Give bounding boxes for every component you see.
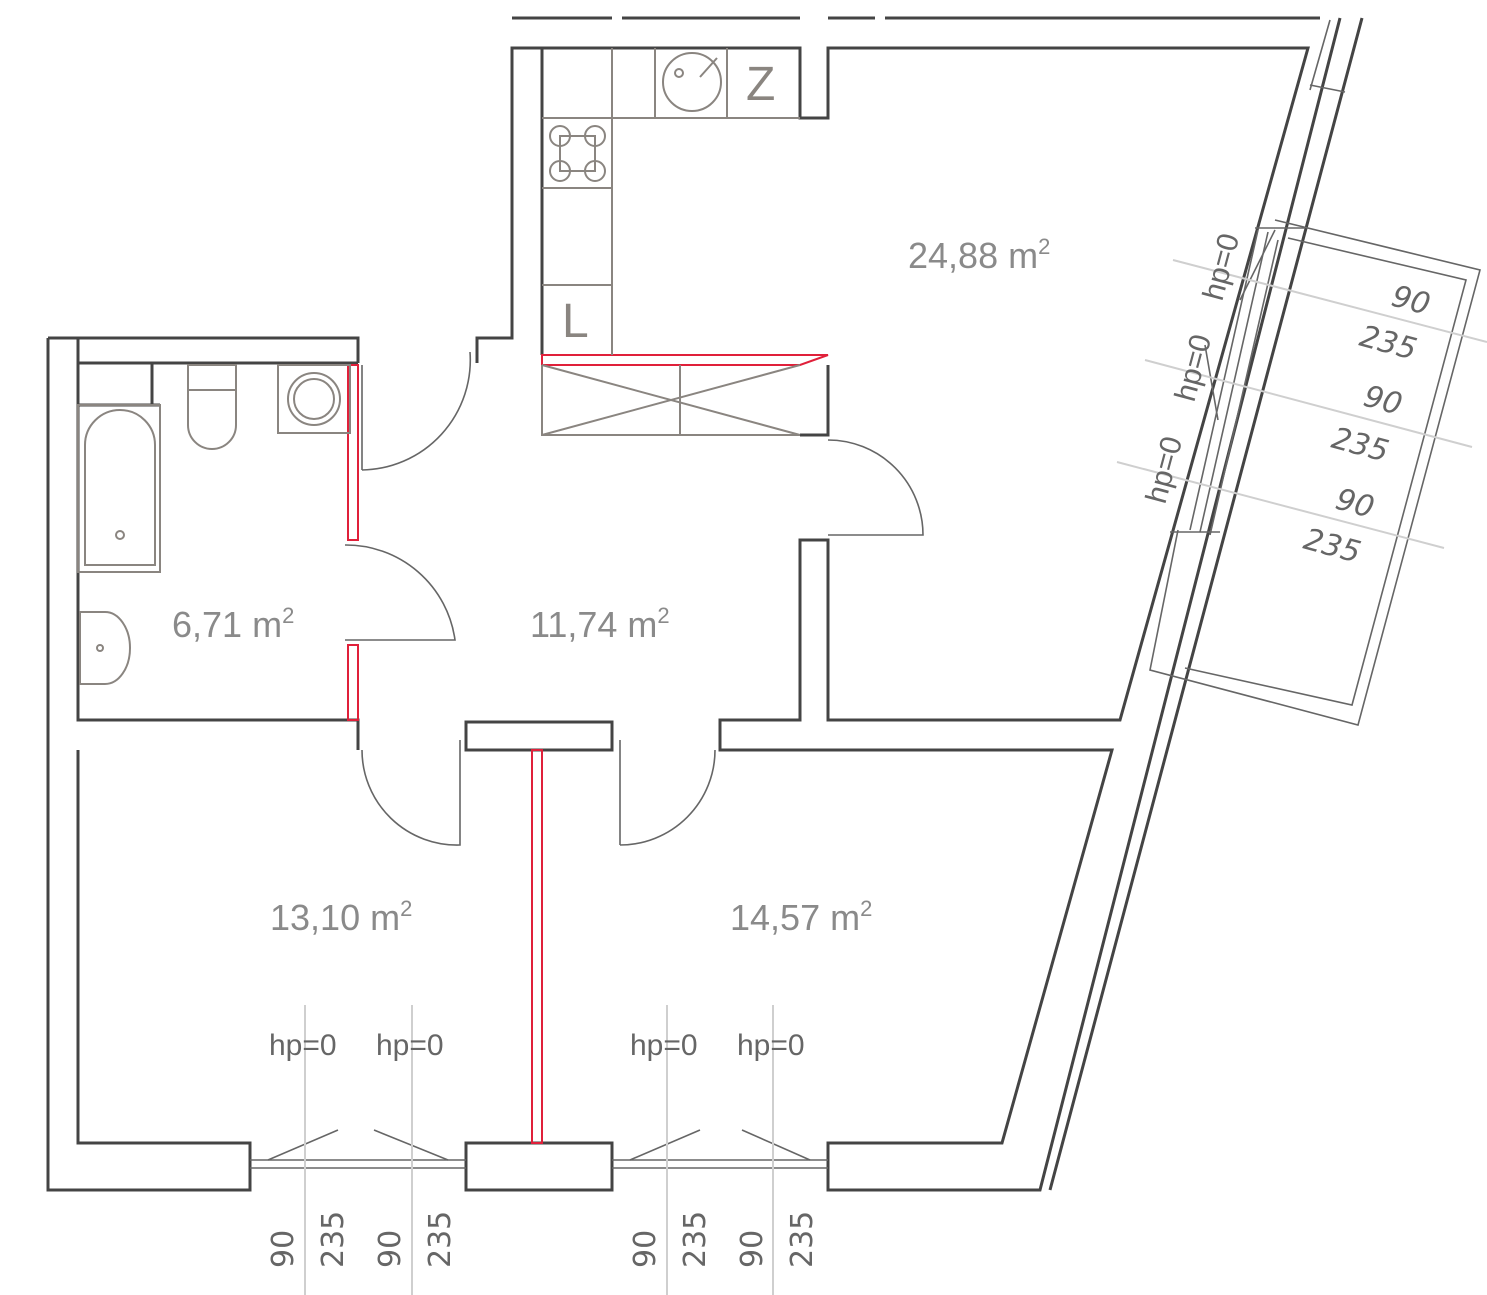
hp-label: hp=0	[630, 1029, 698, 1062]
height-label: 235	[785, 1211, 820, 1268]
room-area-bathroom: 6,71 m2	[172, 603, 294, 645]
height-label: 235	[678, 1211, 713, 1268]
toilet	[187, 364, 237, 391]
sill-label: 90	[628, 1230, 663, 1268]
balcony	[1149, 19, 1481, 726]
room-area-bedroom-right: 14,57 m2	[730, 896, 872, 938]
hp-label: hp=0	[737, 1029, 805, 1062]
walls	[46, 16, 1364, 1192]
windows	[250, 227, 1305, 1169]
sill-label: 90	[373, 1230, 408, 1268]
hp-label: hp=0	[376, 1029, 444, 1062]
doors	[344, 351, 924, 846]
sill-label: 90	[735, 1230, 770, 1268]
hp-label: hp=0	[269, 1029, 337, 1062]
sill-label: 90	[1388, 279, 1434, 323]
washing-machine	[277, 364, 351, 434]
room-area-bedroom-left: 13,10 m2	[270, 896, 412, 938]
dimension-lines	[304, 259, 1487, 1295]
room-area-hall: 11,74 m2	[530, 603, 670, 645]
height-label: 235	[1328, 421, 1392, 470]
height-label: 235	[423, 1211, 458, 1268]
bathtub	[77, 404, 161, 573]
height-label: 235	[316, 1211, 351, 1268]
height-label: 235	[1300, 522, 1364, 571]
kitchen-sink	[662, 52, 722, 112]
sill-label: 90	[1360, 379, 1406, 423]
kitchen-fixtures: Z L	[541, 48, 801, 436]
window-labels-bottom: hp=0 hp=0 hp=0 hp=0 90 235 90 235 90 235…	[266, 1029, 820, 1268]
sill-label: 90	[266, 1230, 301, 1268]
sill-label: 90	[1332, 482, 1378, 526]
cooktop-icon	[549, 125, 606, 182]
bathroom-fixtures	[77, 364, 351, 685]
sink	[79, 611, 131, 685]
fridge-label: Z	[746, 58, 775, 111]
window-labels-balcony: hp=0 hp=0 hp=0 90 235 90 235 90 235	[1140, 230, 1434, 571]
height-label: 235	[1356, 319, 1420, 368]
dishwasher-label: L	[562, 295, 589, 348]
room-area-kitchen-living: 24,88 m2	[908, 234, 1050, 276]
